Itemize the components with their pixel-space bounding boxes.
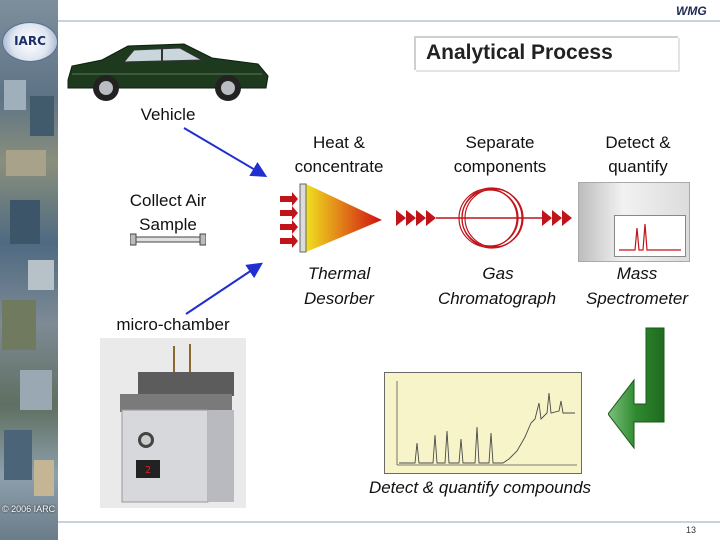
svg-text:2: 2 [145, 465, 151, 476]
micro-chamber-label: micro-chamber [116, 315, 230, 334]
separate-label-line2: components [453, 157, 547, 176]
collect-air-label-line2: Sample [139, 215, 197, 234]
detect-compounds-label: Detect & quantify compounds [368, 478, 592, 497]
sample-tube-icon [130, 233, 206, 246]
detect-label-line2: quantify [608, 157, 668, 176]
mass-spectrum-screen [614, 215, 686, 257]
blue-arrows [183, 127, 268, 315]
mass-label-line1: Mass [616, 264, 658, 283]
iarc-logo: IARC [2, 22, 58, 62]
thermal-label-line2: Desorber [304, 289, 374, 308]
separate-label-line1: Separate [465, 133, 535, 152]
return-arrow-icon [608, 327, 665, 450]
title-box: Analytical Process [414, 36, 678, 70]
page-number: 13 [686, 525, 697, 535]
bottom-rule [58, 521, 720, 523]
gas-chromatograph-graphic [396, 187, 572, 249]
iarc-logo-text: IARC [14, 34, 46, 48]
micro-chamber-image: 2 [100, 338, 246, 508]
vehicle-label: Vehicle [140, 105, 196, 124]
thermal-label-line1: Thermal [307, 264, 371, 283]
collect-air-label-line1: Collect Air [129, 191, 207, 210]
gas-label-line2: Chromatograph [437, 289, 557, 308]
wmg-logo: WMG [676, 4, 707, 18]
vehicle-image [67, 43, 269, 101]
heat-label-line1: Heat & [313, 133, 365, 152]
side-collage-strip [0, 0, 58, 540]
thermal-desorber-graphic [280, 183, 382, 253]
detect-label-line1: Detect & [605, 133, 671, 152]
copyright-text: © 2006 IARC [2, 504, 56, 514]
heat-label-line2: concentrate [294, 157, 384, 176]
chromatogram-image [384, 372, 582, 474]
mass-label-line2: Spectrometer [585, 289, 689, 308]
top-rule [58, 20, 720, 22]
gas-label-line1: Gas [482, 264, 514, 283]
slide-title: Analytical Process [426, 41, 613, 64]
